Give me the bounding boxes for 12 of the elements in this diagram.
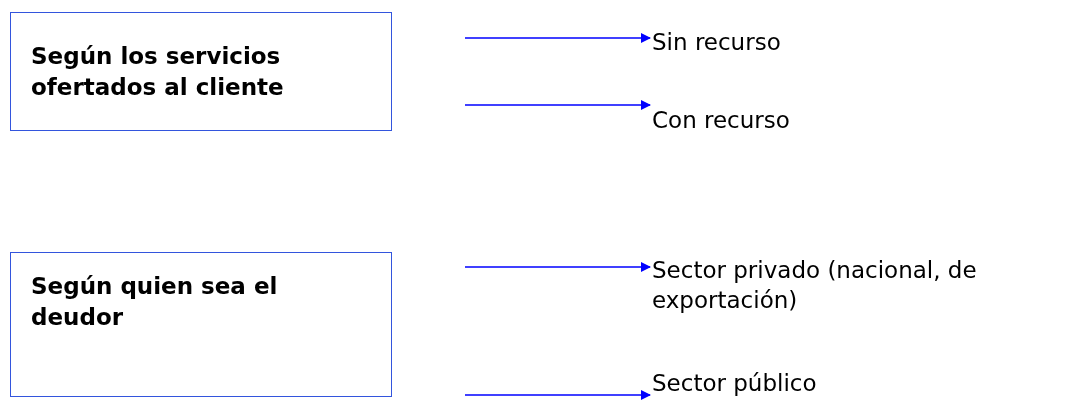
category-title: Según los servicios ofertados al cliente — [31, 41, 285, 102]
category-title: Según quien sea el deudor — [31, 272, 279, 332]
category-box — [10, 252, 392, 397]
option-label: Sector público — [652, 368, 817, 398]
category-box — [10, 12, 392, 131]
option-label: Sector privado (nacional, de exportación) — [652, 255, 1052, 315]
arrow — [464, 100, 651, 110]
option-label: Con recurso — [652, 105, 790, 135]
arrow — [464, 33, 651, 43]
arrow — [464, 390, 651, 400]
option-label: Sin recurso — [652, 27, 781, 57]
arrow — [464, 262, 651, 272]
